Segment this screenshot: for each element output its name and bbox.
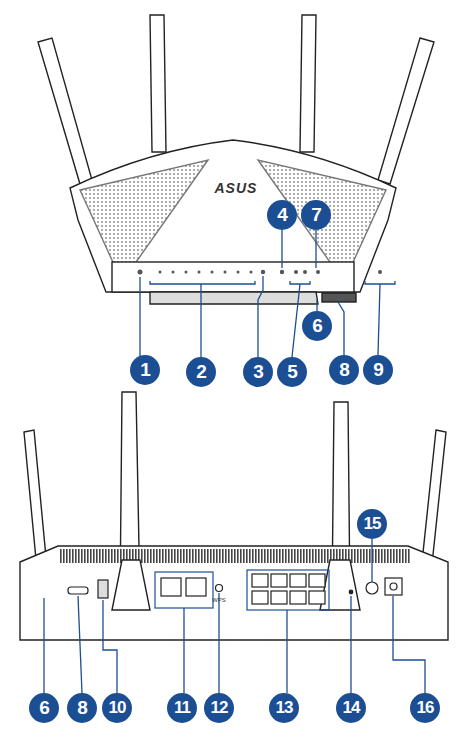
rear-ports-shape <box>385 578 402 595</box>
rear-ports-shape <box>98 580 108 598</box>
rear-ports-shape <box>309 591 325 604</box>
callout-number: 15 <box>357 509 387 539</box>
rear-ports-shape <box>247 570 329 610</box>
front-leds-shape <box>138 270 143 275</box>
leader-lines-shape <box>258 276 263 357</box>
rear-ports-shape <box>252 574 268 587</box>
rear-ports-shape <box>186 578 206 596</box>
rear-leader-lines <box>44 539 425 693</box>
front-leds-shape <box>211 271 214 274</box>
callout-number: 14 <box>336 693 366 723</box>
front-body <box>70 140 396 304</box>
leader-lines <box>140 230 395 357</box>
rear-leader-lines-shape <box>371 539 372 582</box>
front-antennas-shape <box>150 15 166 152</box>
rear-ports-shape <box>161 578 181 596</box>
leader-lines-shape <box>378 284 380 355</box>
rear-body-shape <box>320 560 360 610</box>
rear-leader-lines-shape <box>43 598 44 693</box>
callout-number: 3 <box>243 357 273 387</box>
rear-ports-shape <box>271 591 287 604</box>
callout-number: 16 <box>410 693 440 723</box>
callout-number: 12 <box>204 693 234 723</box>
front-leds-shape <box>198 271 201 274</box>
rear-ports-shape <box>68 587 88 594</box>
rear-ports-shape <box>290 574 306 587</box>
callout-number: 9 <box>363 355 393 385</box>
rear-ports-shape <box>349 590 353 594</box>
rear-leader-lines-shape <box>286 610 287 693</box>
leader-lines-shape <box>200 284 201 357</box>
rear-ports-shape <box>290 591 306 604</box>
rear-body-shape <box>60 549 410 563</box>
leader-lines-shape <box>316 300 317 311</box>
rear-leader-lines-shape <box>350 596 351 693</box>
front-leds-shape <box>224 271 227 274</box>
rear-leader-lines-shape <box>393 596 425 693</box>
front-antennas-shape <box>38 38 92 184</box>
front-leds-shape <box>378 270 382 274</box>
rear-ports <box>68 570 402 610</box>
rear-ports-shape <box>271 574 287 587</box>
front-leds-shape <box>316 270 320 274</box>
front-leds-shape <box>294 270 298 274</box>
front-antennas-shape <box>300 15 316 152</box>
leader-lines-shape <box>315 230 316 268</box>
leader-lines-shape <box>338 302 344 355</box>
front-body-shape <box>112 262 354 292</box>
front-body-shape <box>70 140 396 292</box>
callout-number: 2 <box>186 357 216 387</box>
rear-leader-lines-shape <box>218 593 219 693</box>
callout-number: 1 <box>130 355 160 385</box>
callout-number: 7 <box>301 200 331 230</box>
callout-number: 10 <box>102 693 132 723</box>
rear-body-shape <box>112 560 150 610</box>
rear-leader-lines-shape <box>183 608 184 693</box>
front-leds-shape <box>261 270 265 274</box>
leader-lines-shape <box>139 277 140 357</box>
callout-number: 8 <box>329 355 359 385</box>
callout-number: 11 <box>167 693 197 723</box>
rear-body-shape <box>20 546 448 640</box>
callout-number: 4 <box>267 200 297 230</box>
leader-lines-shape <box>281 230 282 268</box>
rear-ports-shape <box>390 583 397 590</box>
front-body-shape <box>150 292 318 304</box>
front-antennas-shape <box>378 38 434 184</box>
leader-lines-shape <box>290 281 310 284</box>
front-leds-shape <box>159 271 162 274</box>
front-leds-shape <box>303 270 307 274</box>
callout-number: 6 <box>29 693 59 723</box>
rear-ports-shape <box>252 591 268 604</box>
leader-lines-shape <box>292 284 300 357</box>
callout-number: 8 <box>67 693 97 723</box>
brand-logo: ASUS <box>215 180 258 196</box>
rear-ports-shape <box>155 572 213 608</box>
front-leds-shape <box>185 271 188 274</box>
front-leds-shape <box>237 271 240 274</box>
rear-ports-shape <box>366 582 378 594</box>
rear-leader-lines-shape <box>103 600 117 693</box>
rear-ports-shape <box>309 574 325 587</box>
front-leds-shape <box>280 270 284 274</box>
front-leds-shape <box>172 271 175 274</box>
rear-leader-lines-shape <box>78 596 82 693</box>
leader-lines-shape <box>365 281 395 284</box>
front-leds <box>138 270 383 275</box>
leader-lines-shape <box>150 281 255 284</box>
callout-number: 5 <box>277 357 307 387</box>
callout-number: 6 <box>302 311 332 341</box>
front-leds-shape <box>250 271 253 274</box>
rear-body <box>20 546 448 640</box>
port-label: WPS <box>212 597 226 603</box>
rear-ports-shape <box>216 585 223 592</box>
callout-number: 13 <box>269 693 299 723</box>
front-body-shape <box>322 293 356 302</box>
